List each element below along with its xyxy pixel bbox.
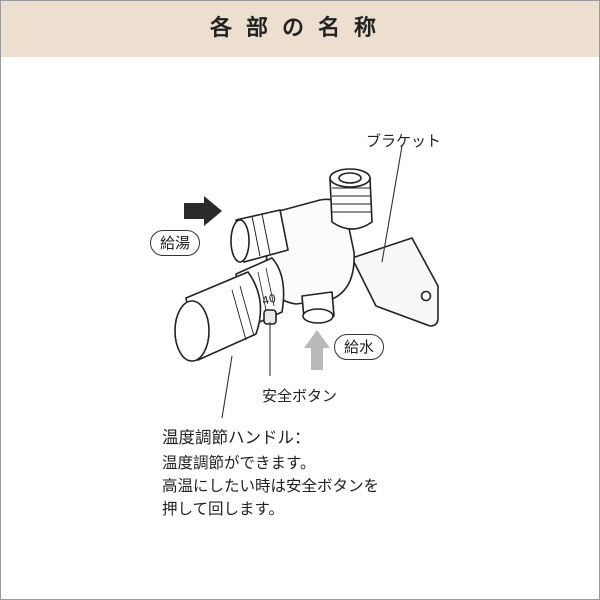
arrow-right-icon bbox=[184, 196, 222, 226]
safety-button-label: 安全ボタン bbox=[262, 387, 338, 405]
safety-button bbox=[263, 309, 277, 325]
handle-description: 温度調節ハンドル： 温度調節ができます。 高温にしたい時は安全ボタンを 押して回… bbox=[162, 426, 379, 521]
cold-water-label: 給水 bbox=[334, 334, 385, 360]
handle-desc-line: 押して回します。 bbox=[162, 500, 284, 518]
arrow-up-icon bbox=[304, 330, 330, 370]
bracket-hole bbox=[420, 290, 432, 302]
cold-inlet-rim bbox=[302, 308, 334, 324]
bracket-label: ブラケット bbox=[366, 132, 442, 150]
header-bar: 各部の名称 bbox=[1, 1, 599, 57]
handle-name: 温度調節ハンドル： bbox=[162, 428, 311, 447]
bracket-leader bbox=[381, 145, 403, 263]
handle-desc-line: 温度調節ができます。 bbox=[162, 454, 316, 472]
handle-leader bbox=[221, 355, 233, 419]
bracket bbox=[351, 237, 439, 327]
hot-water-label: 給湯 bbox=[150, 230, 201, 256]
handle-desc-line: 高温にしたい時は安全ボタンを bbox=[162, 477, 380, 495]
page-title: 各部の名称 bbox=[209, 16, 390, 41]
hot-inlet-rim bbox=[230, 219, 250, 263]
handle-face bbox=[174, 300, 210, 362]
temp-scale-number: 40 bbox=[261, 292, 278, 308]
